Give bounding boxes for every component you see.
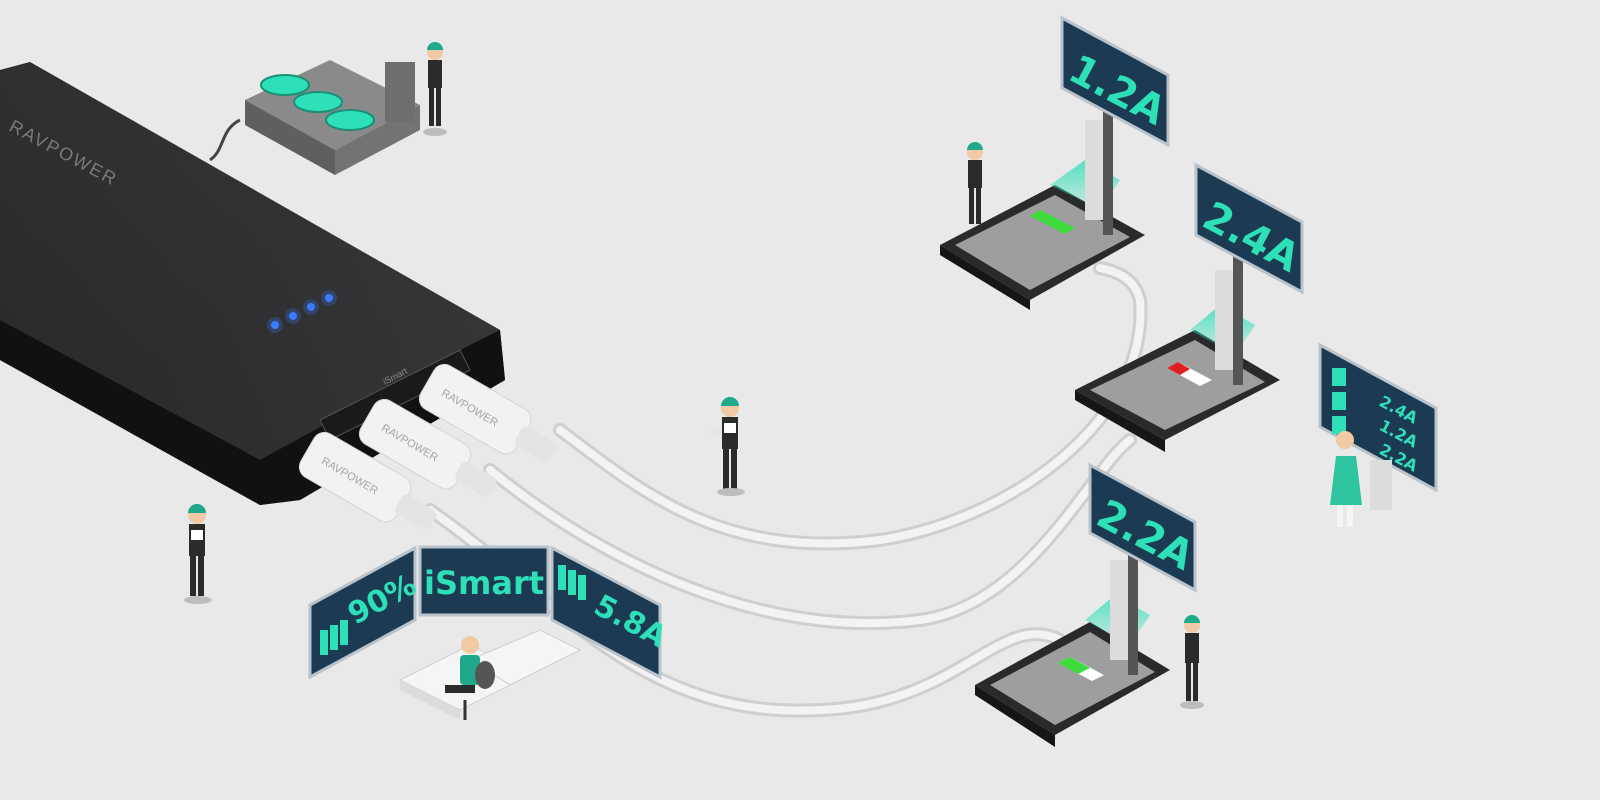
worker-center — [710, 397, 745, 496]
worker-left — [184, 504, 212, 604]
led-glow-1 — [267, 317, 283, 333]
total-current-panel: 5.8A — [550, 545, 673, 680]
ismart-panel-text: iSmart — [424, 564, 544, 602]
display-top: 1.2A — [1060, 15, 1173, 148]
led-4 — [325, 294, 333, 302]
display-bottom: 2.2A — [1088, 462, 1201, 593]
battery-cells — [260, 74, 375, 131]
usb-plugs: RAVPOWER RAVPOWER RAVPOWER — [298, 363, 557, 530]
device-station-bottom: 2.2A — [975, 462, 1204, 747]
led-glow-3 — [303, 299, 319, 315]
led-glow-4 — [321, 290, 337, 306]
worker-top-right — [967, 142, 983, 224]
display-middle: 2.4A — [1194, 162, 1307, 295]
usb-plug-3: RAVPOWER — [298, 431, 437, 530]
usb-plug-1: RAVPOWER — [418, 363, 557, 462]
worker-bottom-right — [1180, 615, 1204, 709]
usb-plug-2: RAVPOWER — [358, 398, 497, 497]
summary-display: 2.4A 1.2A 2.2A — [1318, 342, 1438, 527]
operator-desk — [398, 629, 582, 720]
operator — [445, 636, 495, 720]
led-2 — [289, 312, 297, 320]
cable-top — [553, 261, 1148, 551]
technician — [1330, 431, 1392, 527]
battery-level-panel: 90% — [308, 545, 422, 680]
led-glow-2 — [285, 308, 301, 324]
led-1 — [271, 321, 279, 329]
ismart-panel: iSmart — [418, 545, 550, 617]
device-station-top: 1.2A — [940, 15, 1173, 310]
battery-assembly-machine — [209, 42, 447, 175]
worker-top — [423, 42, 447, 136]
led-indicators — [267, 290, 337, 333]
control-panels: 90% iSmart 5.8A — [308, 545, 673, 720]
led-3 — [307, 303, 315, 311]
charge-indicator-top — [1030, 210, 1075, 234]
